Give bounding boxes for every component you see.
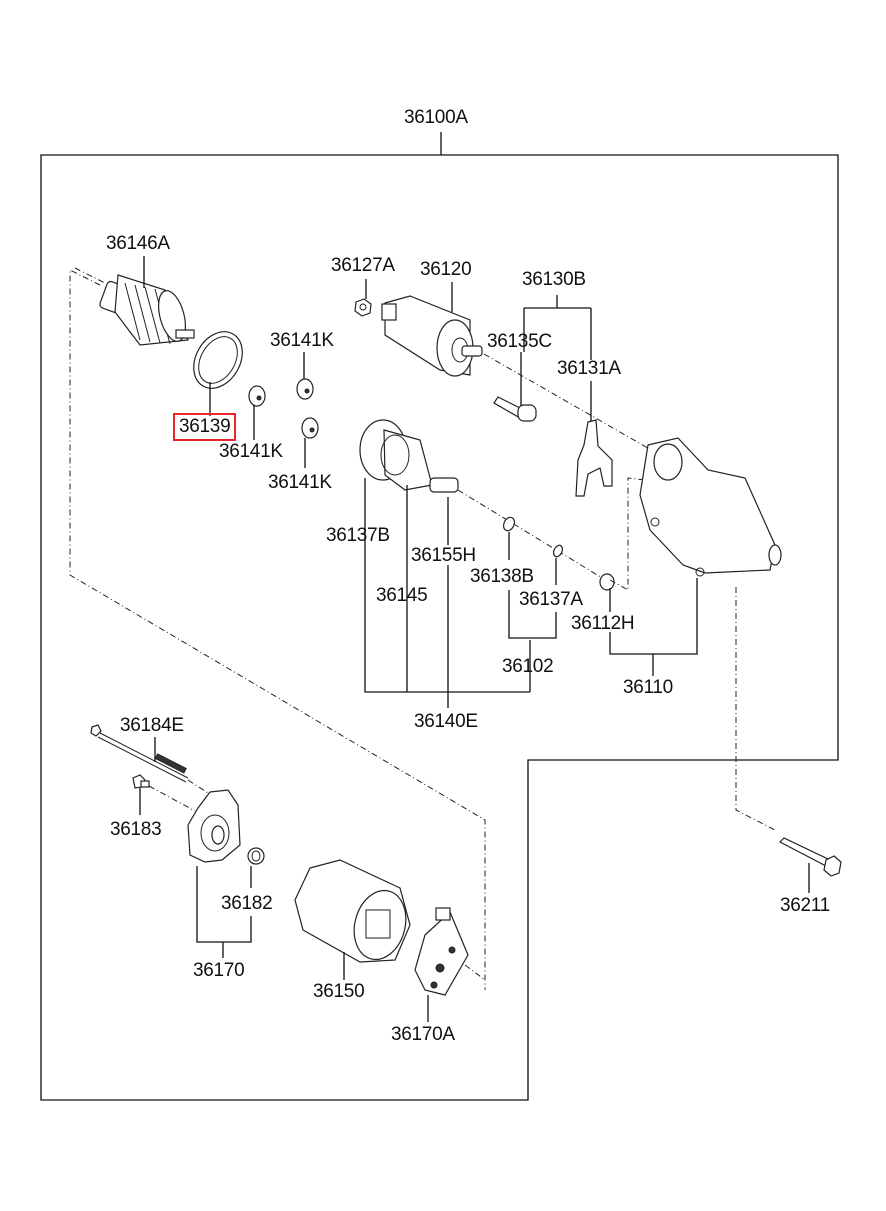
part-label-36182[interactable]: 36182 <box>221 893 273 914</box>
solenoid-part <box>381 295 661 456</box>
part-label-36170A[interactable]: 36170A <box>391 1024 455 1045</box>
brush-holder-part <box>414 907 469 996</box>
part-label-36140E[interactable]: 36140E <box>414 711 478 732</box>
part-label-36138B[interactable]: 36138B <box>470 566 534 587</box>
part-label-36145[interactable]: 36145 <box>376 585 428 606</box>
part-label-36102[interactable]: 36102 <box>502 656 554 677</box>
bracket-36102 <box>508 532 557 639</box>
part-label-36112H[interactable]: 36112H <box>571 613 635 634</box>
part-label-36135C[interactable]: 36135C <box>487 331 552 352</box>
part-label-36137A[interactable]: 36137A <box>519 589 583 610</box>
stopper-ring-part <box>502 516 564 558</box>
gasket-part <box>193 331 243 389</box>
part-label-36155H[interactable]: 36155H <box>411 545 476 566</box>
bearing-part <box>247 847 265 865</box>
part-label-36130B[interactable]: 36130B <box>522 269 586 290</box>
bracket-36170 <box>196 866 252 958</box>
rear-bracket-part <box>187 789 241 863</box>
part-label-36131A[interactable]: 36131A <box>557 358 621 379</box>
screw-part <box>132 774 196 812</box>
guide-line-brush <box>464 964 486 981</box>
part-label-36100A[interactable]: 36100A <box>404 107 468 128</box>
guide-line-left <box>69 269 486 990</box>
planet-gear-part <box>248 378 319 439</box>
starter-housing-part <box>639 437 782 577</box>
through-bolt-part <box>90 724 209 794</box>
part-label-36139-selected[interactable]: 36139 <box>172 413 237 441</box>
mounting-bolt-part <box>778 837 842 877</box>
part-label-36184E[interactable]: 36184E <box>120 715 184 736</box>
part-label-36127A[interactable]: 36127A <box>331 255 395 276</box>
bushing-part <box>599 573 615 591</box>
part-label-36150[interactable]: 36150 <box>313 981 365 1002</box>
overrunning-clutch-part <box>359 419 613 585</box>
part-label-36211[interactable]: 36211 <box>780 895 830 916</box>
part-label-36137B[interactable]: 36137B <box>326 525 390 546</box>
guide-line-bolt <box>735 587 776 831</box>
part-label-36141K-top[interactable]: 36141K <box>270 330 334 351</box>
assembly-frame <box>40 154 839 1101</box>
shift-lever-part <box>575 419 613 497</box>
part-label-36146A[interactable]: 36146A <box>106 233 170 254</box>
part-label-36110[interactable]: 36110 <box>623 677 673 698</box>
part-label-36141K-bottom[interactable]: 36141K <box>268 472 332 493</box>
nut-part <box>354 298 372 317</box>
plunger-part <box>493 396 537 422</box>
part-label-36170[interactable]: 36170 <box>193 960 245 981</box>
bracket-36140E <box>364 478 531 708</box>
yoke-part <box>294 859 411 963</box>
bracket-36110 <box>609 578 698 676</box>
part-label-36183[interactable]: 36183 <box>110 819 162 840</box>
bracket-36130B <box>523 295 592 421</box>
part-label-36120[interactable]: 36120 <box>420 259 472 280</box>
armature-part <box>74 267 195 346</box>
part-label-36141K-left[interactable]: 36141K <box>219 441 283 462</box>
